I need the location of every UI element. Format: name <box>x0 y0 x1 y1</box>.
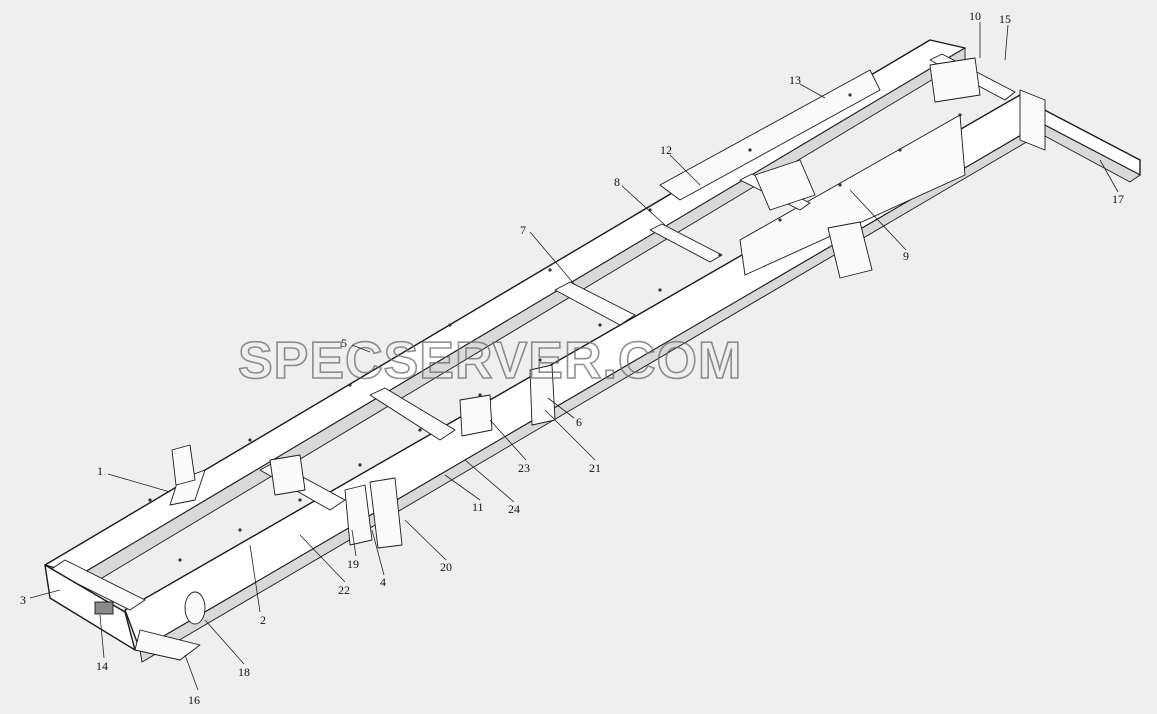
callout-7: 7 <box>520 223 526 237</box>
front-end <box>44 564 206 661</box>
left-side-rail <box>44 39 966 591</box>
callout-10: 10 <box>969 9 981 23</box>
callout-11: 11 <box>472 500 484 514</box>
rear-reinforcement-plate-right <box>739 114 966 276</box>
callout-2: 2 <box>260 613 266 627</box>
callout-19: 19 <box>347 557 359 571</box>
callout-18: 18 <box>238 665 250 679</box>
callout-20: 20 <box>440 560 452 574</box>
callout-8: 8 <box>614 175 620 189</box>
callout-1: 1 <box>97 464 103 478</box>
watermark-text: SPECSERVER.COM <box>238 332 742 390</box>
callout-24: 24 <box>508 502 520 516</box>
rear-reinforcement-plate-left <box>659 69 881 201</box>
callout-16: 16 <box>188 693 200 707</box>
callout-labels: 1 2 3 4 5 6 7 8 9 10 11 12 13 14 15 16 1… <box>20 9 1124 707</box>
callout-23: 23 <box>518 461 530 475</box>
callout-21: 21 <box>589 461 601 475</box>
callout-15: 15 <box>999 12 1011 26</box>
callout-5: 5 <box>341 336 347 350</box>
leader-lines <box>29 22 1119 691</box>
callout-4: 4 <box>380 575 386 589</box>
callout-22: 22 <box>338 583 350 597</box>
callout-3: 3 <box>20 593 26 607</box>
callout-6: 6 <box>576 415 582 429</box>
callout-14: 14 <box>96 659 108 673</box>
callout-13: 13 <box>789 73 801 87</box>
callout-17: 17 <box>1112 192 1124 206</box>
callout-12: 12 <box>660 143 672 157</box>
rivet-holes <box>148 93 962 562</box>
callout-9: 9 <box>903 249 909 263</box>
rear-extension-bar <box>1019 89 1141 183</box>
brackets <box>171 57 981 549</box>
